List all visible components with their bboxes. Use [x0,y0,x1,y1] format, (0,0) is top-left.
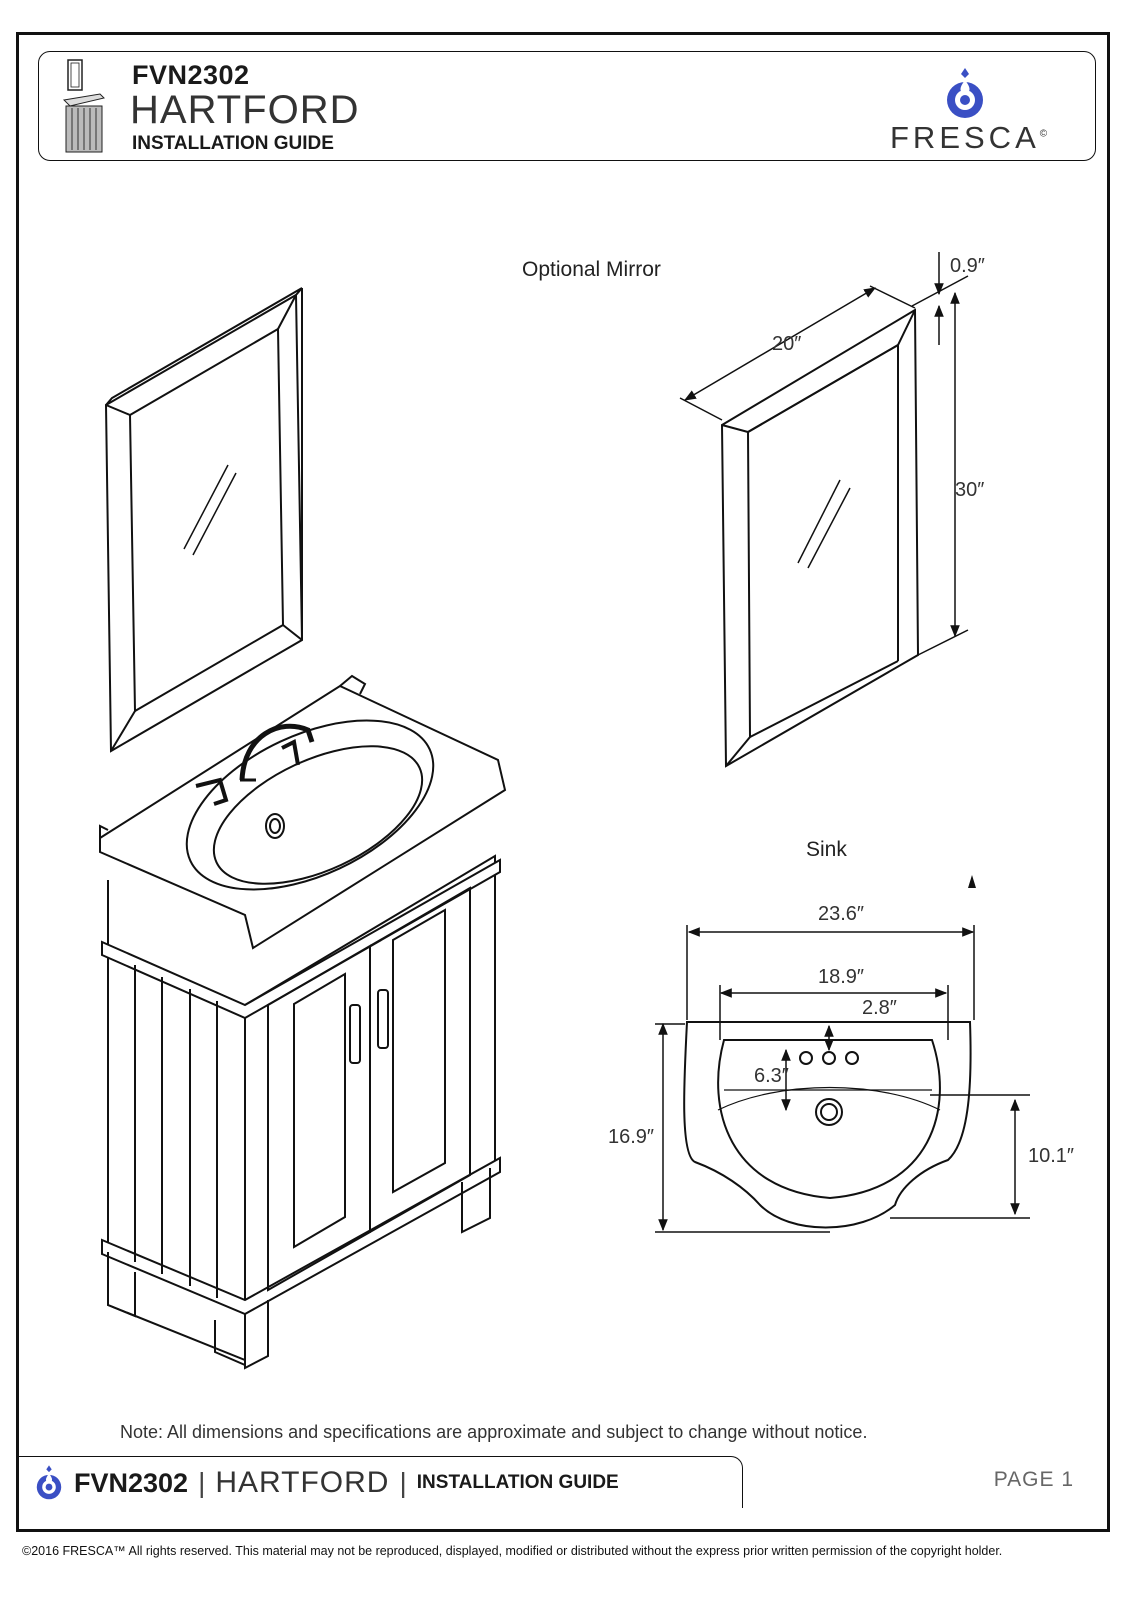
series-name: HARTFORD [130,88,360,132]
footer-separator: | [399,1467,407,1498]
mirror-dimension-lines [679,252,969,656]
disclaimer-note: Note: All dimensions and specifications … [120,1422,868,1442]
footer-series: HARTFORD [215,1466,390,1499]
footer-guide: INSTALLATION GUIDE [416,1472,619,1493]
header-box [38,51,1096,161]
mirror-title: Optional Mirror [522,258,661,281]
fresca-drop-logo-icon [947,68,983,118]
sink-drain-offset-label: 6.3″ [754,1065,789,1087]
sink-hole-offset-label: 2.8″ [862,997,897,1019]
brand-name: FRESCA© [890,120,1047,156]
model-number: FVN2302 [132,60,250,90]
sink-depth-label: 16.9″ [608,1126,654,1148]
sink-plan-drawing [683,1021,972,1229]
copyright-notice: ©2016 FRESCA™ All rights reserved. This … [22,1544,1003,1558]
vanity-thumbnail-icon [62,59,105,153]
brand-text: FRESCA [890,120,1040,155]
north-arrow-icon [968,875,976,888]
sink-basin-depth-label: 10.1″ [1028,1145,1074,1167]
vanity-illustration [99,674,507,1370]
mirror-illustration [104,287,304,753]
sink-basin-width-label: 18.9″ [818,966,864,988]
footer-separator: | [198,1467,206,1498]
mirror-dimension-drawing [720,308,920,768]
footer-title: FVN2302 | HARTFORD | INSTALLATION GUIDE [34,1464,619,1502]
footer-tab [18,1456,743,1508]
page-number: PAGE 1 [993,1468,1074,1491]
fresca-drop-logo-icon [36,1465,62,1500]
sink-title: Sink [806,838,847,861]
sink-overall-width-label: 23.6″ [818,903,864,925]
sink-dimension-lines [655,925,1030,1233]
footer-model: FVN2302 [74,1467,189,1498]
page-frame [16,32,1110,1532]
mirror-height-label: 30″ [955,479,984,501]
mirror-depth-label: 0.9″ [950,255,985,277]
guide-title: INSTALLATION GUIDE [132,133,334,154]
brand-mark: © [1039,128,1048,140]
mirror-width-label: 20″ [772,333,801,355]
